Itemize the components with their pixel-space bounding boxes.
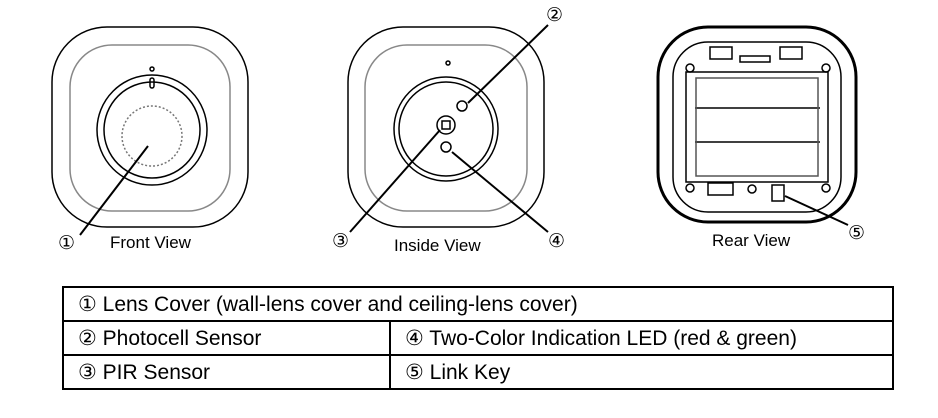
legend-pir: ③ PIR Sensor bbox=[62, 354, 391, 390]
legend-photocell: ② Photocell Sensor bbox=[62, 320, 391, 356]
device-diagrams bbox=[51, 24, 858, 236]
front-view-device bbox=[51, 26, 249, 236]
table-row: ① Lens Cover (wall-lens cover and ceilin… bbox=[62, 286, 894, 322]
front-view-label: Front View bbox=[110, 233, 191, 252]
parts-legend-table: ① Lens Cover (wall-lens cover and ceilin… bbox=[62, 286, 894, 390]
legend-lens-cover: ① Lens Cover (wall-lens cover and ceilin… bbox=[62, 286, 894, 322]
callout-4: ④ bbox=[548, 231, 566, 252]
callout-3: ③ bbox=[332, 231, 350, 252]
callout-1: ① bbox=[58, 233, 76, 254]
inside-view-label: Inside View bbox=[394, 236, 481, 255]
rear-view-label: Rear View bbox=[712, 231, 791, 250]
inside-view-device bbox=[347, 24, 549, 233]
legend-led: ④ Two-Color Indication LED (red & green) bbox=[389, 320, 894, 356]
callout-5: ⑤ bbox=[848, 223, 866, 244]
legend-link-key: ⑤ Link Key bbox=[389, 354, 894, 390]
rear-view-device bbox=[656, 25, 858, 226]
callout-2: ② bbox=[546, 5, 564, 26]
